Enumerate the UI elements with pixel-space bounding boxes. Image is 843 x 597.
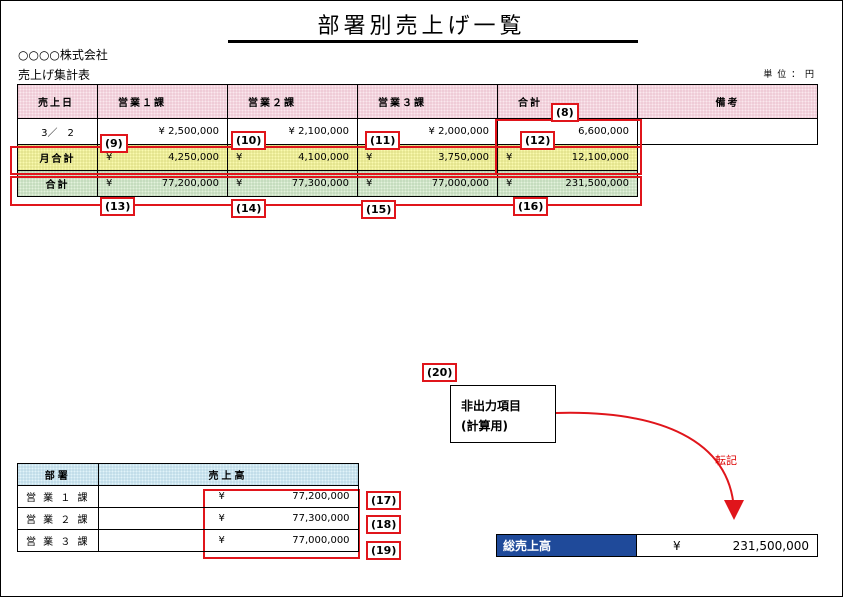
empty-cell [638,171,818,197]
header-sales3: 営業３課 [357,84,498,119]
non-output-title: 非出力項目 [461,399,522,413]
highlight-box-total-row [10,176,642,206]
marker-20: (20) [422,363,458,382]
grand-total-amount: ¥231,500,000 [636,534,818,557]
summary-dept: 営 業 ３ 課 [17,529,99,552]
table-row: 営 業 ３ 課 ¥77,000,000 [17,529,359,552]
table-header-row: 売上日 営業１課 営業２課 営業３課 合計 備考 [17,84,818,119]
marker-17: (17) [366,491,402,510]
month-total-label: 月合計 [17,144,98,171]
summary-amount: ¥77,000,000 [97,529,359,552]
header-date: 売上日 [17,84,98,119]
table-row: 3／ 2 ¥ 2,500,000 ¥ 2,100,000 ¥ 2,000,000… [17,118,818,145]
summary-amount: ¥77,200,000 [97,485,359,508]
marker-15: (15) [361,200,397,219]
non-output-note: 非出力項目 (計算用) [450,385,556,443]
unit-label: 単 位 ： 円 [763,70,815,80]
marker-8: (8) [551,103,579,122]
company-name: ○○○○株式会社 [18,48,108,62]
empty-cell [638,145,818,171]
marker-19: (19) [366,541,402,560]
marker-10: (10) [231,131,267,150]
date-cell: 3／ 2 [17,118,98,145]
summary-amount: ¥77,300,000 [97,507,359,530]
header-note: 備考 [637,84,818,119]
highlight-box-month-row [10,146,642,175]
summary-header-row: 部署 売上高 [17,463,359,486]
marker-12: (12) [520,131,556,150]
non-output-subtitle: (計算用) [461,419,508,433]
summary-header-amount: 売上高 [97,463,359,486]
grand-total-row: 総売上高 ¥231,500,000 [496,534,818,557]
marker-11: (11) [365,131,401,150]
header-sales1: 営業１課 [97,84,228,119]
summary-table: 部署 売上高 営 業 １ 課 ¥77,200,000 営 業 ２ 課 ¥77,3… [17,463,359,552]
summary-dept: 営 業 ２ 課 [17,507,99,530]
marker-13: (13) [100,197,136,216]
marker-16: (16) [513,197,549,216]
grand-total-table: 総売上高 ¥231,500,000 [496,534,818,557]
header-sales2: 営業２課 [227,84,358,119]
table-row: 営 業 １ 課 ¥77,200,000 [17,485,359,508]
marker-18: (18) [366,515,402,534]
page-title: 部署別売上げ一覧 [317,14,526,39]
grand-total-label: 総売上高 [496,534,637,557]
note-cell [637,118,818,145]
transfer-label: 転記 [715,454,737,467]
summary-header-dept: 部署 [17,463,99,486]
amount-cell: ¥231,500,000 [497,170,638,197]
title-underline [228,40,638,43]
marker-9: (9) [100,134,128,153]
summary-dept: 営 業 １ 課 [17,485,99,508]
table-row: 営 業 ２ 課 ¥77,300,000 [17,507,359,530]
marker-14: (14) [231,199,267,218]
report-subtitle: 売上げ集計表 [18,68,91,82]
